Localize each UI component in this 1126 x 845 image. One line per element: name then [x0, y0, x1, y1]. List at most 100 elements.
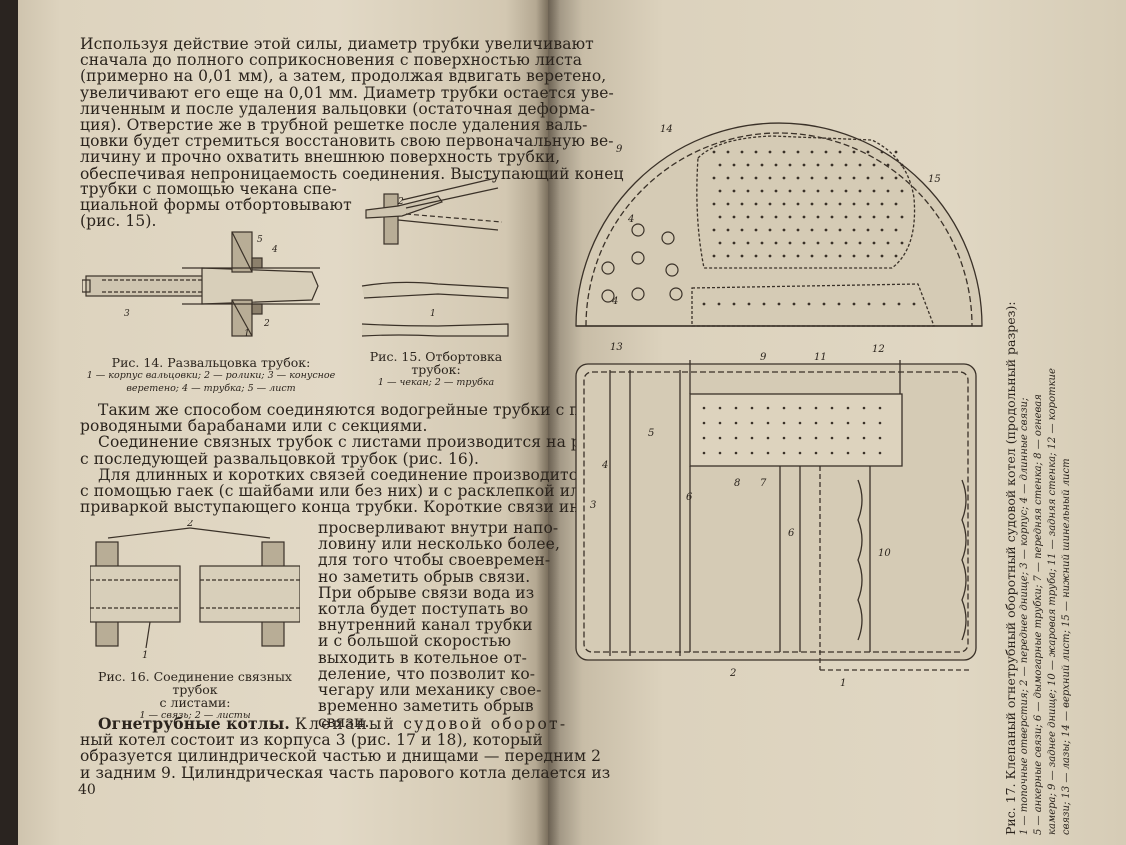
tube-hole-dot — [712, 228, 716, 232]
tube-hole-dot — [897, 302, 901, 306]
tube-hole-dot — [844, 215, 848, 219]
left-page — [18, 0, 548, 845]
tube-hole-dot — [746, 215, 750, 219]
tube-hole-dot — [796, 176, 800, 180]
tube-hole-dot — [782, 254, 786, 258]
figure-17-caption: Рис. 17. Клепаный огнетрубный оборотный … — [1003, 135, 1074, 835]
text-line: внутренний канал трубки — [318, 616, 533, 635]
tube-hole-dot — [858, 241, 862, 245]
tube-hole-dot — [754, 150, 758, 154]
fig17-label: 15 — [928, 174, 941, 185]
fig17-label: 9 — [616, 144, 623, 155]
tube-hole-dot — [816, 163, 820, 167]
fig17-label: 3 — [590, 500, 596, 511]
tube-hole-dot — [734, 436, 738, 440]
tube-hole-dot — [862, 406, 866, 410]
text-line: временно заметить обрыв — [318, 697, 534, 716]
tube-hole-dot — [760, 189, 764, 193]
text-line: просверливают внутри напо- — [318, 519, 559, 537]
text-line: роводяными барабанами или с секциями. — [80, 417, 428, 436]
tube-hole-dot — [880, 254, 884, 258]
tube-hole-dot — [726, 150, 730, 154]
tube-hole-dot — [872, 215, 876, 219]
figure-14-legend: веретено; 4 — трубка; 5 — лист — [126, 383, 296, 394]
tube-hole-dot — [777, 302, 781, 306]
stay-bolt-circle — [661, 231, 675, 245]
text-line: выходить в котельное от- — [318, 648, 527, 667]
book-gutter — [536, 0, 560, 845]
tube-hole-dot — [774, 241, 778, 245]
tube-hole-dot — [726, 254, 730, 258]
tube-hole-dot — [844, 189, 848, 193]
tube-hole-dot — [822, 302, 826, 306]
tube-hole-dot — [766, 421, 770, 425]
tube-hole-dot — [768, 254, 772, 258]
tube-hole-dot — [830, 451, 834, 455]
tube-hole-dot — [782, 202, 786, 206]
tube-hole-dot — [852, 150, 856, 154]
tube-hole-dot — [866, 176, 870, 180]
fig17-label: 6 — [686, 492, 693, 503]
figure-14-drawing: 5 4 3 2 1 — [82, 228, 328, 340]
tube-hole-dot — [886, 163, 890, 167]
tube-hole-dot — [740, 254, 744, 258]
tube-hole-dot — [726, 176, 730, 180]
figure-16-drawing: 2 1 — [90, 520, 300, 660]
tube-hole-dot — [838, 202, 842, 206]
tube-hole-dot — [732, 241, 736, 245]
tube-hole-dot — [816, 215, 820, 219]
tube-hole-dot — [750, 421, 754, 425]
figure-15-legend: 1 — чекан; 2 — трубка — [377, 377, 495, 388]
tube-hole-dot — [702, 421, 706, 425]
page-number: 40 — [78, 782, 96, 798]
text-line: сначала до полного соприкосновения с пов… — [80, 51, 583, 70]
tube-hole-dot — [712, 202, 716, 206]
tube-hole-dot — [782, 176, 786, 180]
tube-hole-dot — [867, 302, 871, 306]
tube-hole-dot — [810, 228, 814, 232]
paragraph-2: Таким же способом соединяются водогрейны… — [80, 402, 626, 516]
tube-hole-dot — [846, 421, 850, 425]
tube-hole-dot — [844, 241, 848, 245]
fig17-label: 2 — [729, 668, 736, 679]
paragraph-4-tail: просверливают внутри напо- ловину или не… — [318, 519, 560, 731]
tube-hole-dot — [900, 215, 904, 219]
tube-hole-dot — [880, 228, 884, 232]
tube-hole-dot — [862, 436, 866, 440]
fig14-label: 5 — [257, 235, 263, 245]
tube-hole-dot — [796, 254, 800, 258]
fig15-label: 1 — [430, 309, 436, 319]
tube-hole-dot — [838, 254, 842, 258]
fig17-label: 4 — [611, 296, 618, 307]
figure-17-legend: 5 — анкерные связи; 6 — дымогарные трубк… — [1033, 394, 1044, 835]
tube-hole-dot — [774, 215, 778, 219]
tube-hole-dot — [852, 254, 856, 258]
tube-hole-dot — [894, 228, 898, 232]
figure-16-title: Рис. 16. Соединение связных трубок — [98, 669, 292, 697]
text-line: котла будет поступать во — [318, 600, 529, 619]
fig17-label: 1 — [840, 678, 846, 689]
tube-hole-dot — [782, 150, 786, 154]
stay-bolt-circle — [631, 223, 645, 237]
tube-hole-dot — [878, 436, 882, 440]
text-line: (примерно на 0,01 мм), а затем, продолжа… — [80, 67, 607, 86]
tube-hole-dot — [816, 189, 820, 193]
text-line: ция). Отверстие же в трубной решетке пос… — [80, 116, 588, 135]
tube-hole-dot — [900, 163, 904, 167]
tube-hole-dot — [718, 436, 722, 440]
tube-hole-dot — [912, 302, 916, 306]
stay-bolt-circle — [631, 287, 645, 301]
tube-hole-dot — [846, 406, 850, 410]
tube-hole-dot — [824, 228, 828, 232]
figure-15-title: Рис. 15. Отбортовка — [369, 349, 503, 364]
tube-hole-dot — [814, 421, 818, 425]
tube-hole-dot — [782, 451, 786, 455]
tube-hole-dot — [774, 189, 778, 193]
tube-hole-dot — [810, 150, 814, 154]
figure-17-legend: 1 — топочные отверстия; 2 — переднее дни… — [1019, 397, 1030, 835]
tube-hole-dot — [886, 189, 890, 193]
tube-hole-dot — [774, 163, 778, 167]
text-line: трубки с помощью чекана спе- — [80, 180, 337, 198]
tube-hole-dot — [788, 241, 792, 245]
tube-hole-dot — [878, 421, 882, 425]
